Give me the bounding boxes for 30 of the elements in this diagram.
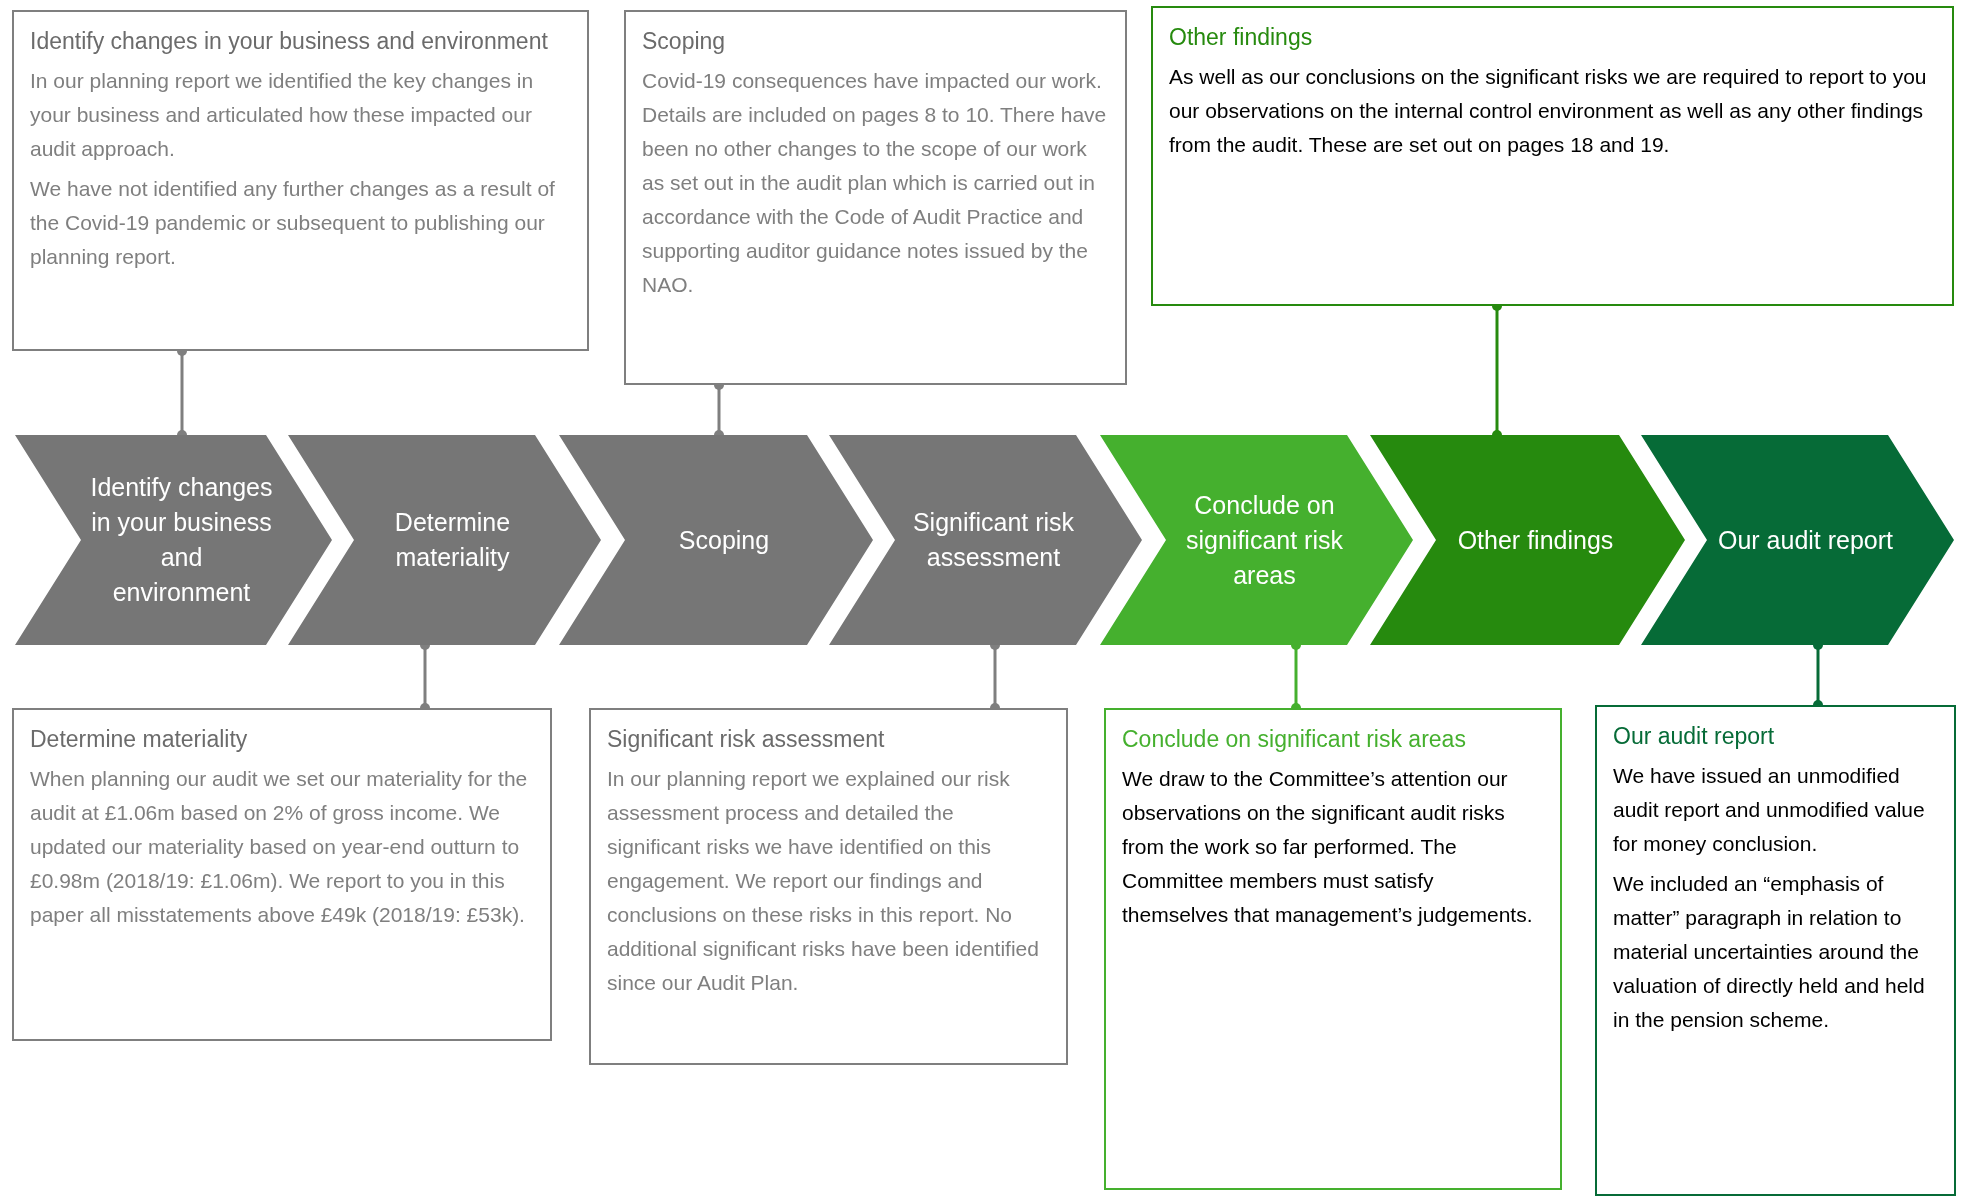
box-heading: Our audit report — [1613, 722, 1776, 751]
box-paragraph: We draw to the Committee’s attention our observations on the significant audit risks from the work so far performed. The Committee members must satisfy themselves that management’s judgements. — [1122, 766, 1534, 928]
step-label: Our audit report — [1717, 524, 1894, 556]
box-paragraph: In our planning report we identified the key changes in your business and articulated how these impacted our audit approach. — [30, 68, 535, 162]
box-paragraph: We included an “emphasis of matter” paragraph in relation to material uncertainties around the valuation of directly held and held in the pension scheme. — [1613, 871, 1926, 1033]
step-label: Other findings — [1457, 524, 1614, 556]
step-label: Significant risk assessment — [911, 507, 1076, 573]
box-paragraph: We have issued an unmodified audit report and unmodified value for money conclusion. — [1613, 763, 1926, 857]
box-heading: Determine materiality — [30, 725, 249, 754]
step-label: Determine materiality — [393, 507, 512, 573]
box-heading: Scoping — [642, 27, 727, 56]
step-label: Identify changes in your business and environment — [89, 472, 274, 608]
box-heading: Other findings — [1169, 23, 1314, 52]
step-label: Conclude on significant risk areas — [1185, 489, 1344, 591]
text-box — [1595, 705, 1956, 1196]
box-paragraph: When planning our audit we set our materiality for the audit at £1.06m based on 2% of gross income. We updated our materiality based on year-end outturn to £0.98m (2018/19: £1.06m). We report to you in this paper all misstatements above £49k (2018/19: £53k). — [30, 766, 529, 928]
box-paragraph: In our planning report we explained our risk assessment process and detailed the significant risks we have identified on this engagement. We report our findings and conclusions on these risks in this report. No additional significant risks have been identified since our Audit Plan. — [607, 766, 1040, 996]
text-box — [12, 708, 552, 1041]
text-box — [1151, 6, 1954, 306]
box-heading: Identify changes in your business and environment — [30, 27, 549, 56]
box-paragraph: We have not identified any further changes as a result of the Covid-19 pandemic or subsequent to publishing our planning report. — [30, 176, 556, 270]
text-box — [12, 10, 589, 351]
box-heading: Significant risk assessment — [607, 725, 886, 754]
box-paragraph: Covid-19 consequences have impacted our work. Details are included on pages 8 to 10. There have been no other changes to the scope of our work as set out in the audit plan which is carried out in accordance with the Code of Audit Practice and supporting auditor guidance notes issued by the NAO. — [642, 68, 1108, 298]
step-label: Scoping — [678, 524, 770, 556]
text-box — [1104, 708, 1562, 1190]
box-paragraph: As well as our conclusions on the significant risks we are required to report to you our observations on the internal control environment as well as any other findings from the audit. These are set out on pages 18 and 19. — [1169, 64, 1928, 158]
text-box — [589, 708, 1068, 1065]
box-heading: Conclude on significant risk areas — [1122, 725, 1467, 754]
text-box — [624, 10, 1127, 385]
